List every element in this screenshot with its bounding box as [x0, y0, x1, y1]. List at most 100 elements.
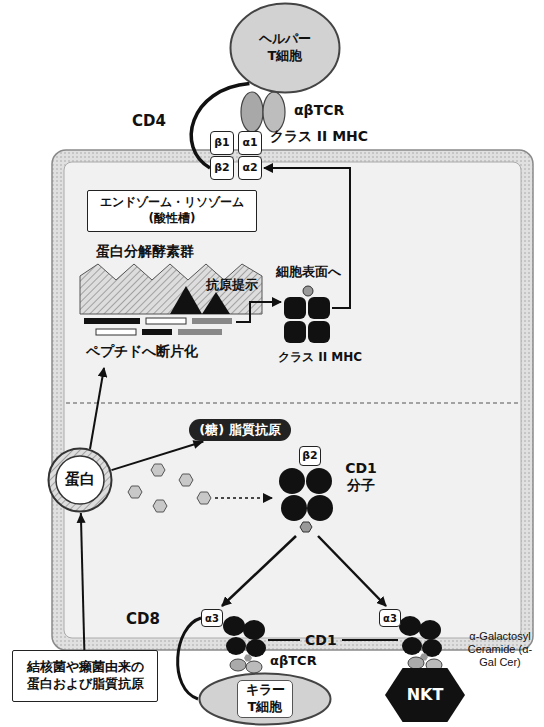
node-text: α2 [242, 161, 257, 175]
lipid-hexagon [128, 486, 142, 498]
label-text: α-Galactosyl Ceramide (α-Gal Cer) [462, 630, 538, 670]
peptide-fragment [84, 318, 140, 324]
helper-t-cell: ヘルパー T細胞 [229, 2, 341, 94]
node-text: (糖) 脂質抗原 [199, 422, 280, 439]
nkt-cell: NKT [385, 668, 465, 722]
peptide-ball [303, 286, 313, 296]
loading-arrow [215, 497, 272, 499]
cd1-domain [402, 637, 422, 655]
label-text: αβTCR [270, 653, 317, 669]
arrow-head [77, 513, 86, 523]
lipid-hexagon [300, 522, 312, 532]
mhc-domain-box: β1 [210, 131, 234, 155]
mhc-domain [284, 297, 306, 319]
protein-ring [49, 449, 112, 512]
label-text: CD1 [305, 632, 337, 649]
presentation-arrow [236, 302, 281, 322]
mhc-domain-box: β2 [210, 156, 234, 180]
surface-arrow [264, 168, 350, 308]
label-text: αβTCR [294, 102, 344, 119]
presentation-arrow [222, 536, 296, 606]
killer-t-cell: キラー T細胞 [198, 672, 332, 726]
cell-outline [200, 674, 331, 725]
mhc-domain-box: α2 [238, 156, 262, 180]
label-text: 蛋白分解酵素群 [96, 243, 194, 260]
cd1-domain [419, 620, 441, 640]
node-text: β2 [214, 161, 230, 175]
tcr-chain [246, 661, 262, 673]
cd1-domain [223, 616, 245, 636]
cd1-bar [342, 639, 398, 641]
mhc-domain [308, 321, 330, 343]
cell-membrane [52, 150, 533, 650]
cell-interior [64, 162, 521, 638]
node-text: β2 [302, 449, 318, 463]
cell-outline [231, 4, 340, 93]
protease-triangle [202, 292, 230, 314]
lipid-hexagon [179, 474, 193, 486]
tcr-chain [263, 92, 285, 132]
presentation-arrow [318, 536, 386, 606]
node-text: 蛋白 [65, 470, 95, 490]
protease-triangle [170, 286, 202, 314]
arrow-head [192, 440, 203, 449]
source-box: 結核菌や癩菌由来の 蛋白および脂質抗原 [12, 650, 158, 702]
protease-shape [80, 264, 262, 314]
cd1-domain [243, 620, 265, 640]
cd1-domain-box: α3 [379, 609, 401, 627]
lipid-antigen-pill: (糖) 脂質抗原 [189, 419, 290, 442]
peptide-fragment [178, 329, 222, 335]
cd1-domain [226, 637, 246, 655]
cd1-domain [279, 468, 305, 494]
nkt-hexagon [385, 668, 465, 722]
cd1-domain [246, 639, 266, 657]
label-text: クラス II MHC [270, 128, 368, 145]
node-text: ヘルパー T細胞 [255, 31, 315, 65]
node-text: β1 [214, 136, 230, 150]
node-text: α3 [205, 612, 219, 625]
node-text: NKT [407, 685, 444, 706]
label-text: 細胞表面へ [276, 264, 341, 280]
tcr-chain [230, 659, 246, 671]
tcr-chain [241, 92, 263, 132]
label-text: CD1 分子 [342, 460, 380, 494]
mhc-domain [284, 321, 306, 343]
lipid-hexagon [153, 500, 167, 512]
divider-line [66, 402, 519, 403]
connector [111, 441, 203, 470]
label-text: クラス II MHC [278, 350, 362, 364]
cd1-domain [307, 495, 333, 521]
peptide-fragment [146, 318, 186, 324]
peptide-fragment [142, 329, 172, 335]
connector [81, 513, 84, 650]
mhc-domain-box: α1 [238, 131, 262, 155]
label-text: CD4 [132, 112, 166, 130]
label-text: 抗原提示 [206, 277, 258, 293]
node-text: 結核菌や癩菌由来の 蛋白および脂質抗原 [23, 659, 147, 693]
cd1-domain [281, 495, 307, 521]
node-text: α3 [383, 612, 397, 625]
peptide-fragment [96, 329, 136, 335]
cd1-domain-box: α3 [201, 609, 223, 627]
node-text: キラー T細胞 [237, 680, 293, 718]
protein-core [56, 456, 104, 504]
label-text: CD8 [126, 610, 160, 628]
tcr-chain [408, 657, 424, 669]
cd1-domain-box: β2 [299, 446, 321, 466]
node-text: α1 [242, 136, 257, 150]
lipid-hexagon [197, 492, 211, 504]
lipid-hexagon [151, 464, 165, 476]
peptide-fragment [192, 318, 232, 324]
mhc-domain [308, 297, 330, 319]
cd1-bar [268, 639, 300, 641]
node-text: エンドゾーム・リソゾーム (酸性槽) [96, 195, 248, 226]
cd1-domain [399, 616, 421, 636]
endosome-box: エンドゾーム・リソゾーム (酸性槽) [87, 190, 257, 231]
connector [178, 618, 201, 699]
label-text: ペプチドへ断片化 [86, 343, 198, 360]
protein-circle: 蛋白 [47, 447, 113, 513]
fragmentation-arrow [90, 368, 104, 449]
cd1-domain [306, 468, 332, 494]
